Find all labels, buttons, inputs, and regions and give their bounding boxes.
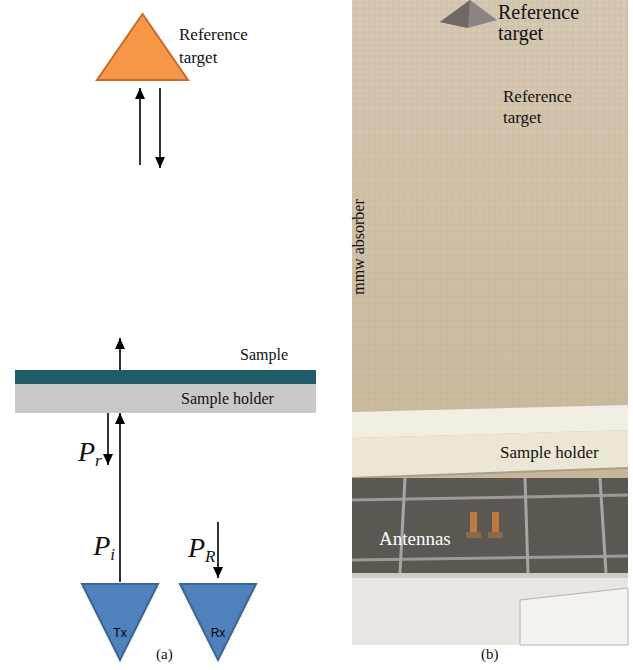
triangle-shape xyxy=(80,582,160,662)
connector xyxy=(119,413,121,582)
layer-bar: Sample holder xyxy=(15,384,316,413)
photo-label: Reference target xyxy=(503,86,613,129)
power-symbol: Pi xyxy=(93,532,115,563)
node-label: Sample xyxy=(240,346,288,364)
label-holder: Antennas xyxy=(379,528,451,550)
photo-label: Antennas xyxy=(379,528,451,550)
label-holder: Pr xyxy=(78,438,102,469)
label-holder: Sample holder xyxy=(500,443,599,463)
panel-caption: (a) xyxy=(156,646,173,663)
power-symbol: Pr xyxy=(78,438,102,469)
reflected-arrow xyxy=(107,413,109,465)
antenna-triangle: Rx xyxy=(178,582,258,662)
antenna-triangle: Tx xyxy=(80,582,160,662)
triangle-outline xyxy=(97,14,188,80)
triangle-shape xyxy=(95,12,190,82)
antenna-triangle: Reference target xyxy=(95,12,285,82)
panel-caption: (b) xyxy=(481,646,499,663)
triangle-shape xyxy=(178,582,258,662)
down-arrow xyxy=(159,88,161,168)
power-symbol: PR xyxy=(188,534,216,565)
node-label: Reference target xyxy=(179,24,279,70)
label-holder: PR xyxy=(188,534,216,565)
label-holder: mmw absorber xyxy=(311,238,407,256)
label-holder: Pi xyxy=(93,532,115,563)
node-label: Rx xyxy=(178,626,258,640)
label-holder: (a) xyxy=(156,646,173,663)
node-label: Tx xyxy=(80,626,160,640)
layer-bar: Sample xyxy=(15,370,316,384)
triangle-outline xyxy=(180,584,256,660)
photo-label: Reference target xyxy=(498,2,613,44)
received-arrow xyxy=(217,522,219,578)
photo-label: mmw absorber xyxy=(350,199,368,295)
label-holder: Reference target xyxy=(503,86,613,129)
up-arrow xyxy=(139,88,141,165)
triangle-outline xyxy=(82,584,158,660)
photo-label: Sample holder xyxy=(500,443,599,463)
label-holder: (b) xyxy=(481,646,499,663)
node-label: Sample holder xyxy=(181,390,274,408)
label-holder: Reference target xyxy=(498,2,613,44)
